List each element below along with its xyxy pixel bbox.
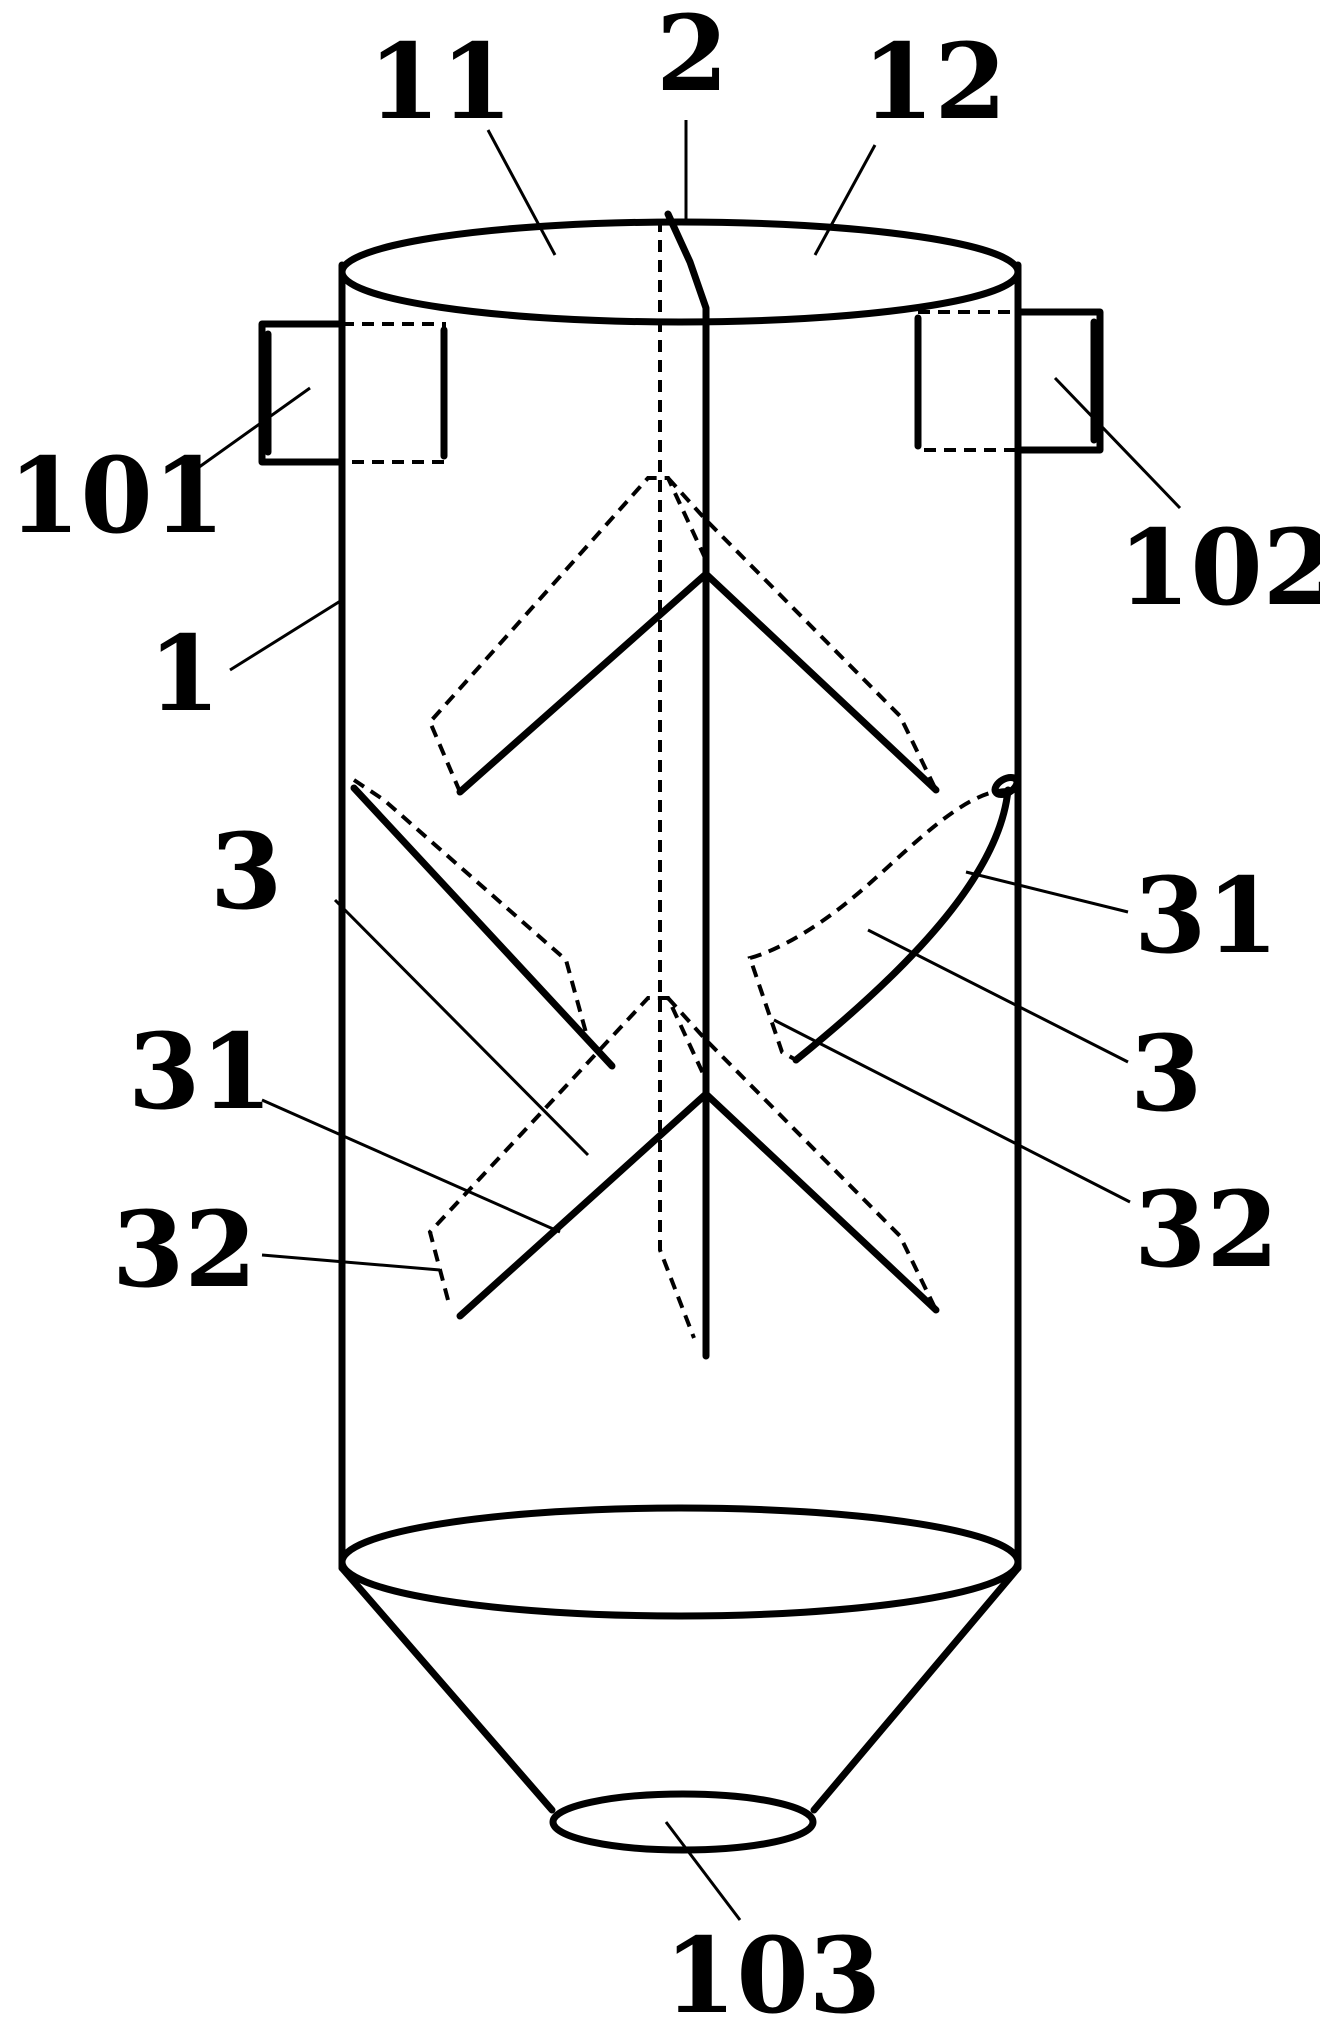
upper-blade-left-hidden — [427, 476, 708, 793]
leader-101 — [194, 386, 311, 472]
label-101: 101 — [8, 434, 225, 557]
shaft — [664, 210, 710, 1360]
leader-32-left — [261, 1253, 441, 1272]
leader-102 — [1053, 376, 1182, 510]
label-31-left: 31 — [128, 1010, 273, 1133]
leader-31-left — [261, 1098, 561, 1234]
upper-blade-solid — [456, 570, 940, 796]
left-wall-blade-hidden — [352, 778, 614, 1068]
label-103: 103 — [664, 1914, 881, 2032]
label-31-right: 31 — [1134, 854, 1279, 977]
label-3-right: 3 — [1130, 1012, 1202, 1135]
inlet-left-nozzle — [258, 320, 346, 466]
inlet-right-nozzle — [1014, 308, 1104, 454]
label-1: 1 — [148, 612, 220, 735]
cone-right — [810, 1564, 1022, 1814]
label-2: 2 — [656, 0, 728, 115]
label-32-left: 32 — [112, 1188, 257, 1311]
lower-blade-right-hidden — [666, 996, 938, 1311]
shaft-hidden — [658, 220, 696, 1339]
leader-31-right — [965, 870, 1129, 914]
inlet-left-hidden — [340, 322, 446, 464]
leader-3-right — [867, 928, 1129, 1064]
outlet-ellipse — [549, 1790, 817, 1854]
label-32-right: 32 — [1134, 1168, 1279, 1291]
label-102: 102 — [1118, 506, 1320, 629]
label-12: 12 — [862, 20, 1007, 143]
label-11: 11 — [368, 20, 513, 143]
cone-left — [338, 1564, 556, 1814]
right-wall-blade-tip — [991, 773, 1021, 799]
leader-12 — [813, 144, 877, 256]
label-3-left: 3 — [210, 810, 282, 933]
vessel-bottom-ellipse — [338, 1504, 1022, 1620]
lower-blade-left-hidden — [427, 996, 708, 1301]
inlet-right-hidden — [916, 310, 1020, 452]
leader-1 — [229, 598, 343, 672]
lower-blade-solid — [456, 1090, 940, 1320]
left-wall-blade-solid — [350, 784, 616, 1070]
upper-blade-right-hidden — [666, 476, 938, 791]
right-wall-blade-top — [747, 788, 1009, 1062]
right-wall-blade-curve — [792, 786, 1012, 1064]
leader-3-left — [333, 898, 590, 1157]
leader-103 — [664, 1821, 742, 1921]
leader-11 — [486, 129, 557, 256]
leader-32-right — [773, 1018, 1131, 1204]
